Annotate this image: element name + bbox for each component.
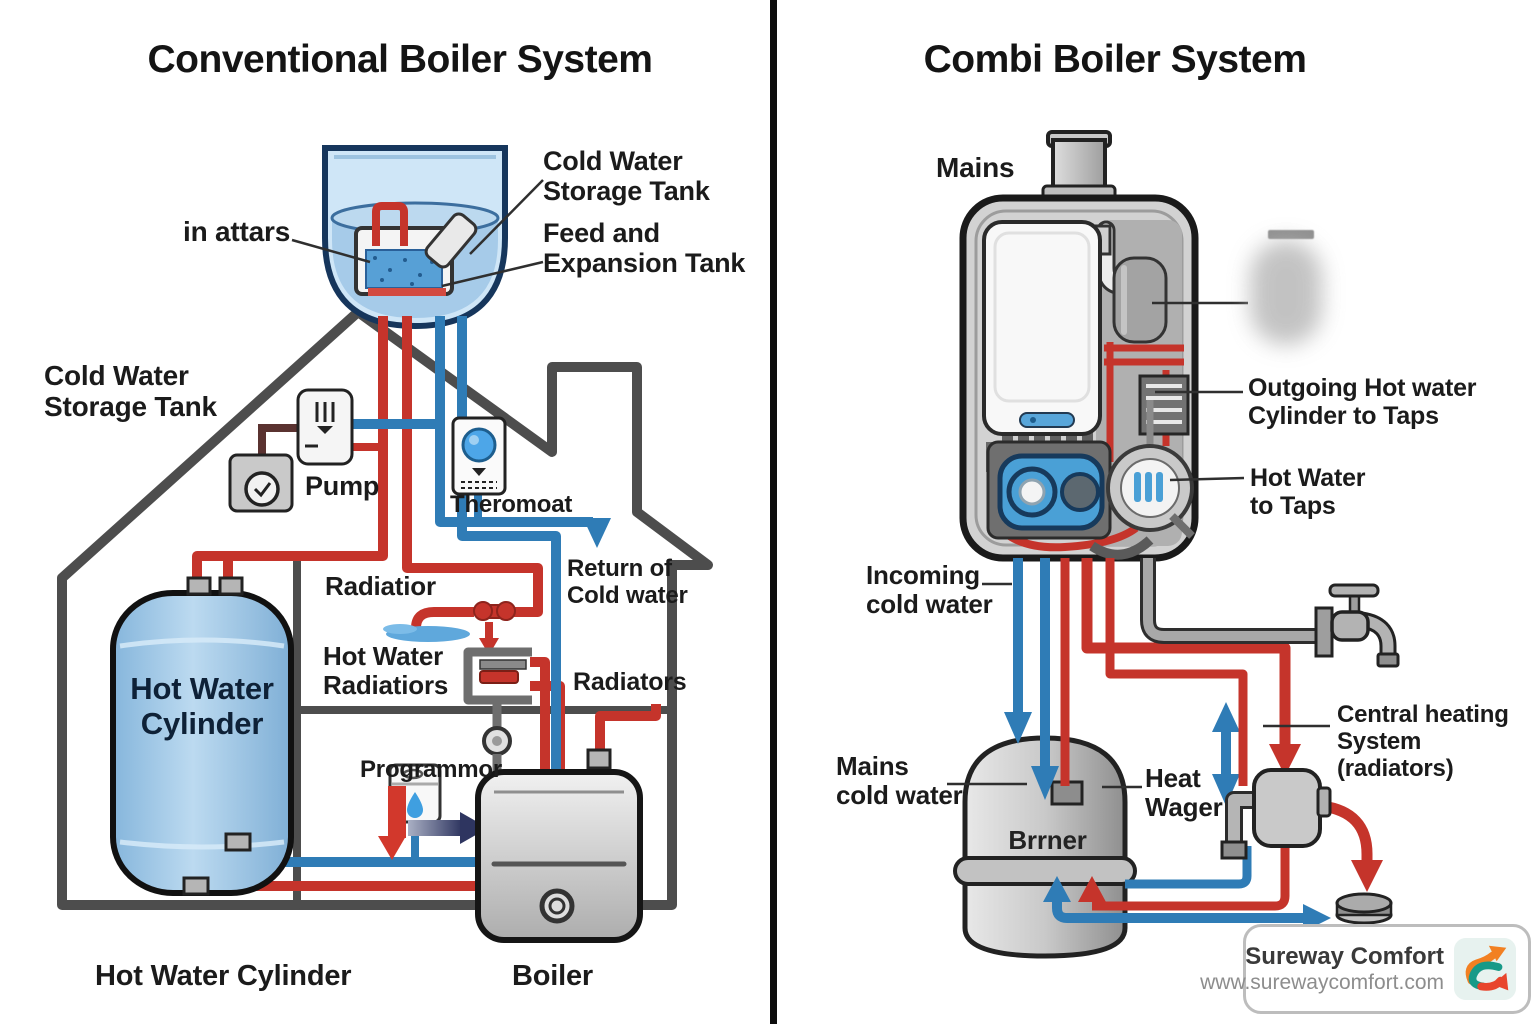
feed-expansion-tank [354, 202, 478, 296]
thermostat-icon [451, 416, 507, 496]
label-outgoing-hot-water: Outgoing Hot water Cylinder to Taps [1248, 374, 1477, 430]
panel-divider [770, 0, 777, 1024]
label-thermostat: Theromoat [450, 491, 573, 518]
label-central-heating: Central heating System (radiators) [1337, 701, 1509, 782]
label-mains-cold-water: Mains cold water [836, 751, 963, 811]
pump-icon [228, 388, 354, 513]
hot-pipes-right [1060, 558, 1373, 911]
label-pump: Pump [305, 471, 380, 501]
sureway-logo-icon [1454, 938, 1516, 1000]
label-radiators: Radiators [573, 668, 687, 696]
front-panel [982, 220, 1102, 436]
tap-pipe [1140, 558, 1324, 644]
watermark-brand: Sureway Comfort [1245, 942, 1444, 970]
label-heat-wager: Heat Wager [1145, 763, 1223, 823]
label-hot-water-cylinder-tank: Hot Water Cylinder [130, 671, 274, 741]
radiator-icon [463, 647, 532, 772]
label-feed-expansion-tank: Feed and Expansion Tank [543, 218, 746, 279]
leader-lines-right [947, 301, 1330, 789]
label-boiler: Boiler [512, 960, 593, 992]
boiler-unit [475, 748, 643, 943]
cold-water-tank [322, 145, 508, 330]
house-outline [57, 307, 713, 910]
return-cold-arrow [583, 518, 611, 548]
label-hot-water-cylinder-bottom: Hot Water Cylinder [95, 960, 352, 992]
label-mains: Mains [936, 152, 1015, 183]
label-hot-water-to-taps: Hot Water to Taps [1250, 464, 1366, 520]
hot-water-cylinder [110, 576, 294, 896]
label-cold-water-storage-tank-top: Cold Water Storage Tank [543, 146, 710, 207]
water-splash-icon [383, 624, 417, 634]
cold-pipes-right [1013, 558, 1305, 923]
label-hot-water-radiators: Hot Water Radiatiors [323, 641, 449, 701]
faucet-icon [1314, 583, 1400, 668]
right-panel-title: Combi Boiler System [923, 38, 1307, 81]
label-return-cold-water: Return of Cold water [567, 555, 688, 609]
left-panel-title: Conventional Boiler System [147, 38, 653, 81]
label-in-attars: in attars [183, 216, 291, 247]
leader-lines-left [291, 179, 544, 288]
heat-exchanger-unit-icon [1220, 768, 1332, 860]
drain-icon [1335, 892, 1393, 925]
label-programmer: Programmor [360, 756, 503, 783]
radiator-valve-icon [473, 601, 516, 655]
watermark-card: Sureway Comfort www.surewaycomfort.com [1200, 924, 1531, 1014]
label-incoming-cold-water: Incoming cold water [866, 560, 993, 620]
hot-arrowheads-right [1078, 744, 1383, 902]
combi-boiler-unit [959, 130, 1199, 562]
cold-arrowheads-right [1004, 702, 1331, 932]
label-radiator: Radiatior [325, 571, 436, 601]
label-burner: Brrner [1008, 825, 1087, 855]
inlet-nozzle-icon [424, 212, 478, 269]
pump-block-icon [986, 440, 1112, 540]
label-cold-water-storage-tank-left: Cold Water Storage Tank [44, 360, 217, 423]
hot-water-exchanger-icon [1106, 400, 1195, 539]
flow-arrow-right [408, 812, 488, 844]
smudged-label-blob [1250, 240, 1322, 345]
smudged-label-dash [1268, 230, 1314, 239]
flow-arrow-down [378, 786, 406, 860]
watermark-url: www.surewaycomfort.com [1200, 971, 1444, 995]
